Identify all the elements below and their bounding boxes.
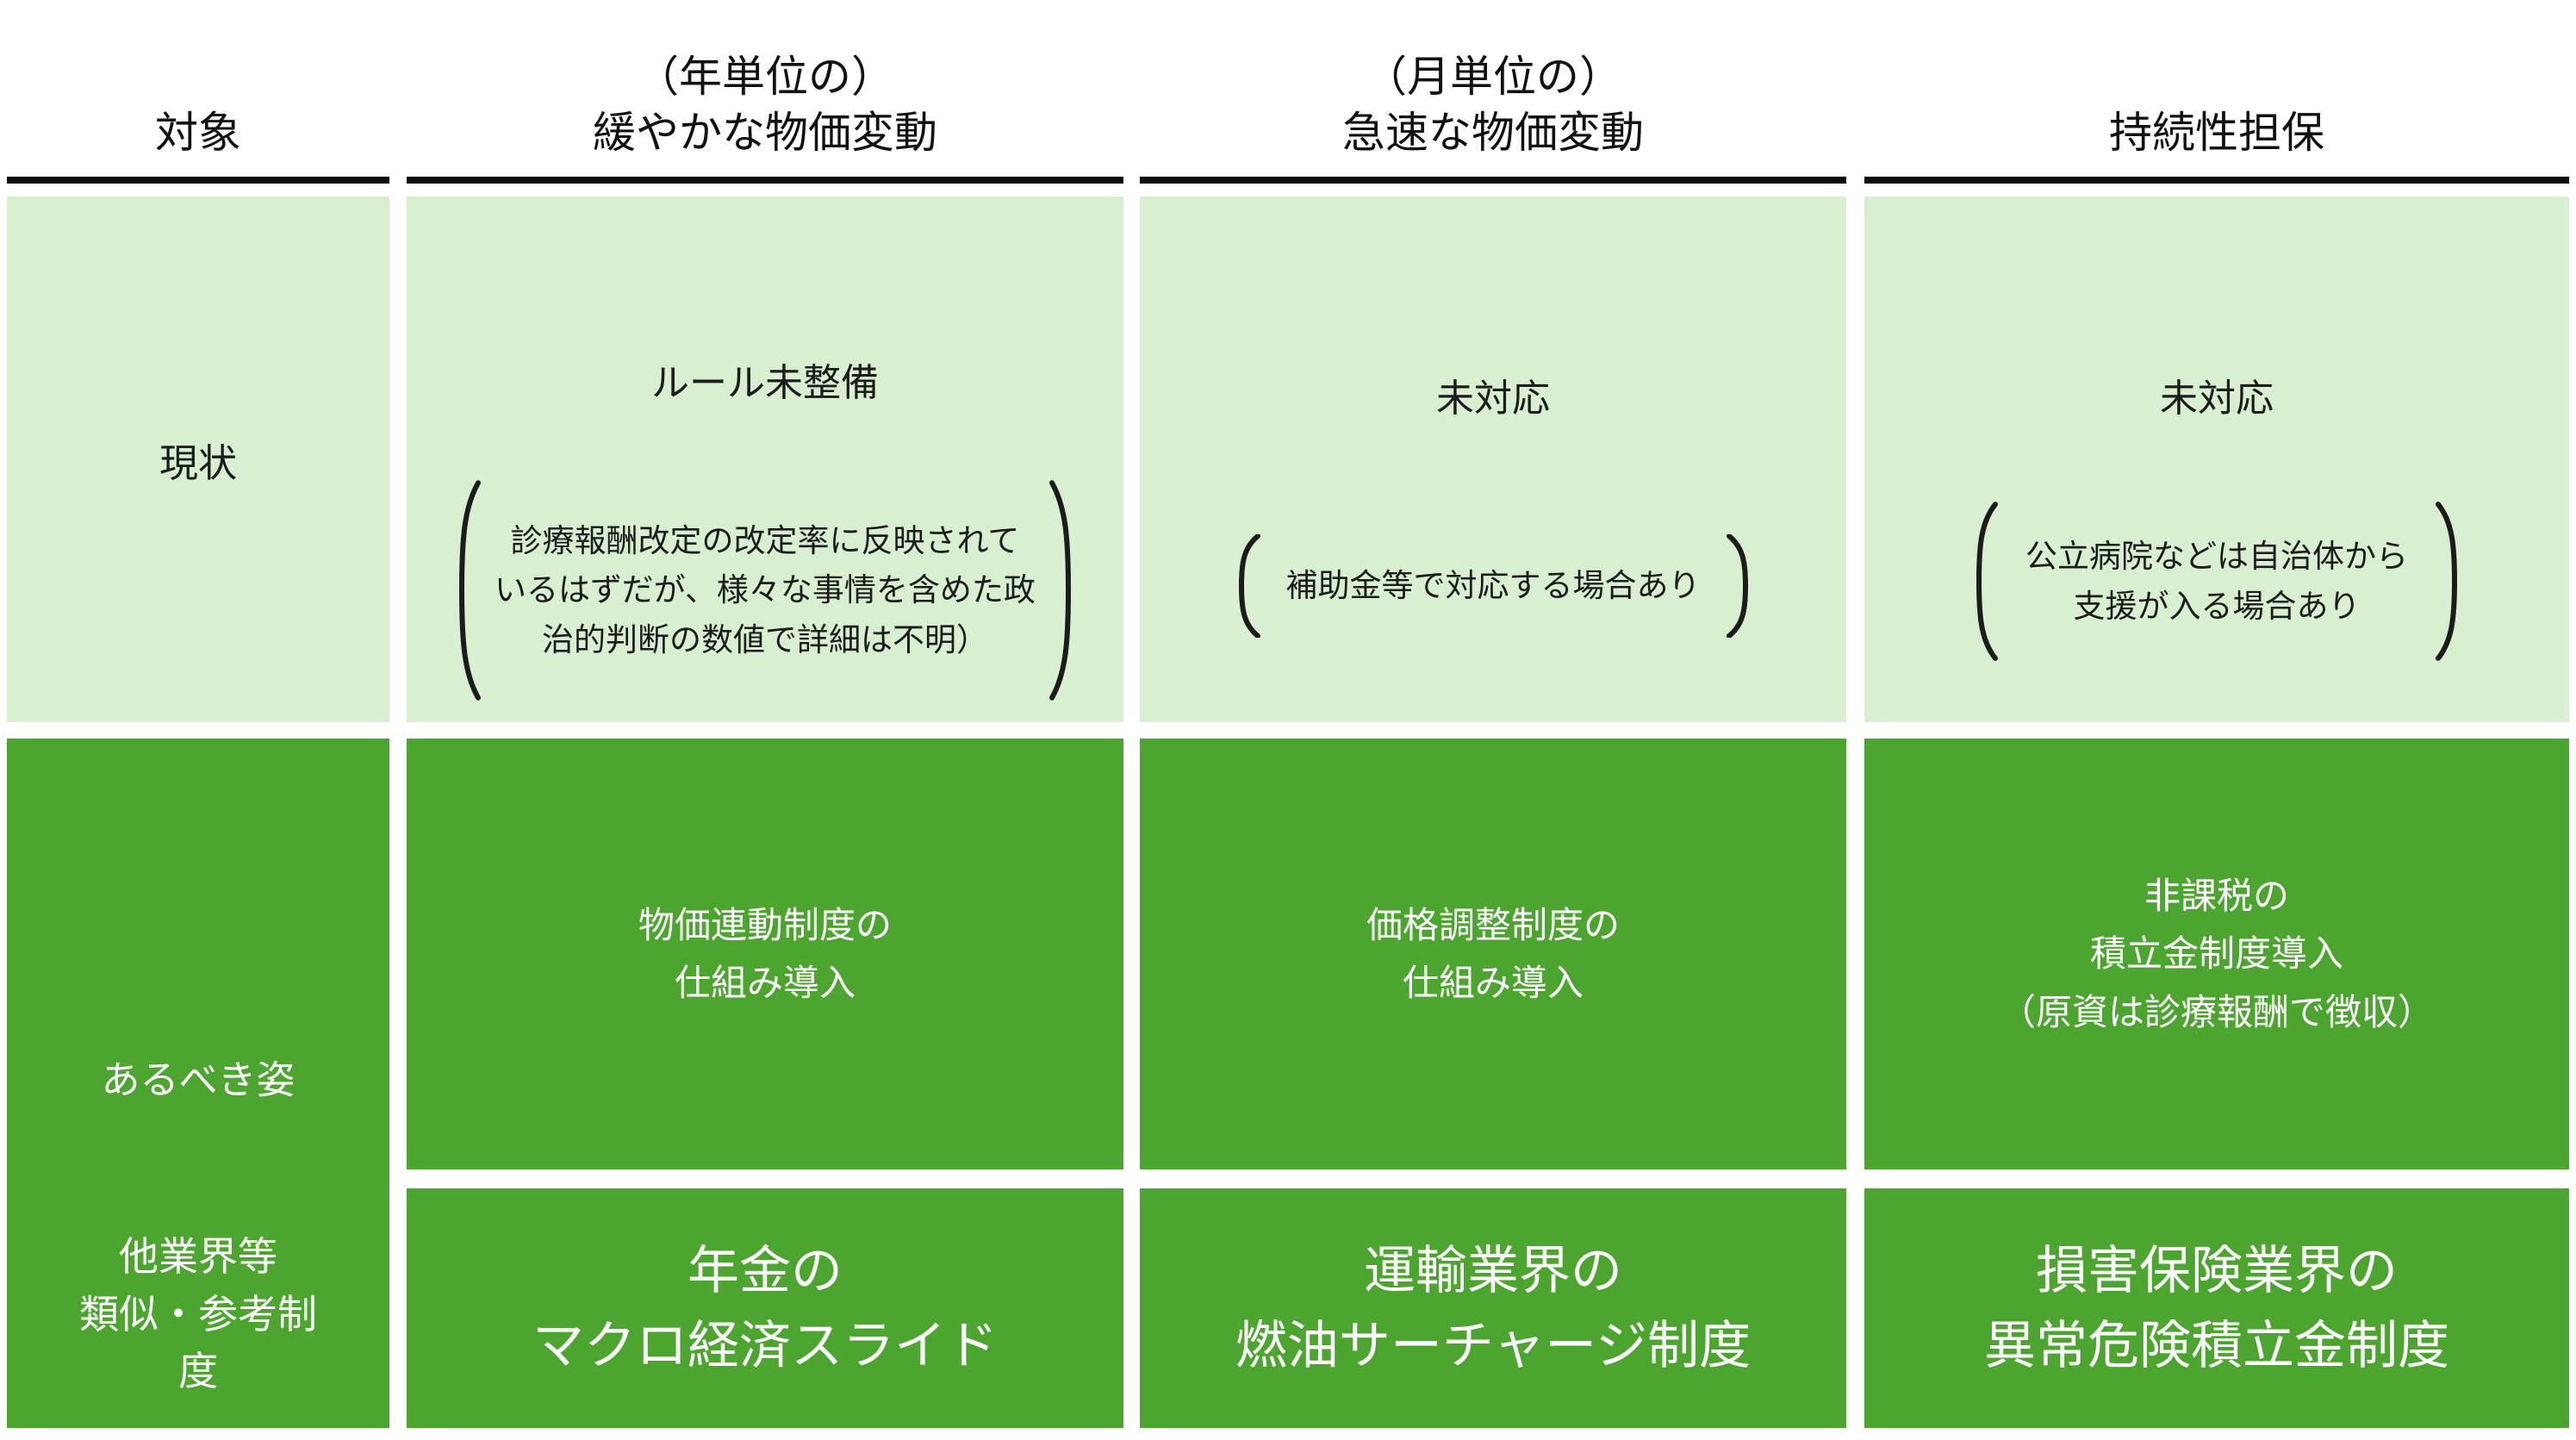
cell-current-gradual: ルール未整備 診療報酬改定の改定率に反映されて いるはずだが、様々な事情を含めた… xyxy=(407,196,1123,722)
header-sustainability: 持続性担保 xyxy=(2109,109,2324,157)
header-underline-sustainability xyxy=(1864,177,2569,184)
ideal-rapid-text: 価格調整制度の 仕組み導入 xyxy=(1366,904,1620,1003)
current-sustainability-note-text: 公立病院などは自治体から 支援が入る場合あり xyxy=(2025,539,2408,624)
pricing-system-table: 対象 （年単位の） 緩やかな物価変動 （月単位の） 急速な物価変動 持続性担保 … xyxy=(7,0,2569,1440)
header-target: 対象 xyxy=(155,109,241,157)
header-underline-rapid xyxy=(1140,177,1846,184)
reference-rapid-text: 運輸業界の 燃油サーチャージ制度 xyxy=(1235,1242,1752,1375)
cell-reference-gradual: 年金の マクロ経済スライド xyxy=(407,1188,1123,1428)
header-underline-target xyxy=(7,177,389,184)
current-label: 現状 xyxy=(159,440,237,485)
current-rapid-note-text: 補助金等で対応する場合あり xyxy=(1285,568,1701,604)
paren-left-icon xyxy=(1233,534,1262,638)
paren-right-icon xyxy=(2434,502,2463,661)
cell-current-sustainability: 未対応 公立病院などは自治体から 支援が入る場合あり xyxy=(1864,196,2569,722)
reference-sustainability-text: 損害保険業界の 異常危険積立金制度 xyxy=(1984,1242,2449,1375)
current-gradual-title: ルール未整備 xyxy=(651,362,879,404)
paren-right-icon xyxy=(1725,534,1754,638)
paren-right-icon xyxy=(1048,479,1077,701)
cell-reference-rapid: 運輸業界の 燃油サーチャージ制度 xyxy=(1140,1188,1846,1428)
paren-left-icon xyxy=(1970,502,2000,661)
current-sustainability-note: 公立病院などは自治体から 支援が入る場合あり xyxy=(1970,502,2463,661)
row-label-current: 現状 xyxy=(7,196,389,722)
ideal-gradual-text: 物価連動制度の 仕組み導入 xyxy=(638,904,892,1003)
current-gradual-note-text: 診療報酬改定の改定率に反映されて いるはずだが、様々な事情を含めた政 治的判断の… xyxy=(495,522,1036,658)
header-underline-gradual xyxy=(407,177,1123,184)
current-rapid-title: 未対応 xyxy=(1436,377,1550,420)
paren-left-icon xyxy=(453,479,482,701)
current-sustainability-title: 未対応 xyxy=(2160,377,2274,420)
ideal-label: あるべき姿 xyxy=(101,1057,296,1102)
reference-gradual-text: 年金の マクロ経済スライド xyxy=(532,1242,998,1375)
current-gradual-note: 診療報酬改定の改定率に反映されて いるはずだが、様々な事情を含めた政 治的判断の… xyxy=(453,479,1077,701)
cell-ideal-rapid: 価格調整制度の 仕組み導入 xyxy=(1140,739,1846,1169)
cell-reference-sustainability: 損害保険業界の 異常危険積立金制度 xyxy=(1864,1188,2569,1428)
cell-current-rapid: 未対応 補助金等で対応する場合あり xyxy=(1140,196,1846,722)
cell-ideal-gradual: 物価連動制度の 仕組み導入 xyxy=(407,739,1123,1169)
header-gradual-price-change: （年単位の） 緩やかな物価変動 xyxy=(593,53,937,157)
header-rapid-price-change: （月単位の） 急速な物価変動 xyxy=(1342,53,1644,157)
current-rapid-note: 補助金等で対応する場合あり xyxy=(1233,534,1754,638)
ideal-sustainability-text: 非課税の 積立金制度導入 （原資は診療報酬で徴収） xyxy=(1999,876,2434,1032)
cell-ideal-sustainability: 非課税の 積立金制度導入 （原資は診療報酬で徴収） xyxy=(1864,739,2569,1169)
reference-label: 他業界等 類似・参考制 度 xyxy=(79,1233,317,1394)
row-labels-ideal-and-reference: あるべき姿 他業界等 類似・参考制 度 xyxy=(7,739,389,1428)
